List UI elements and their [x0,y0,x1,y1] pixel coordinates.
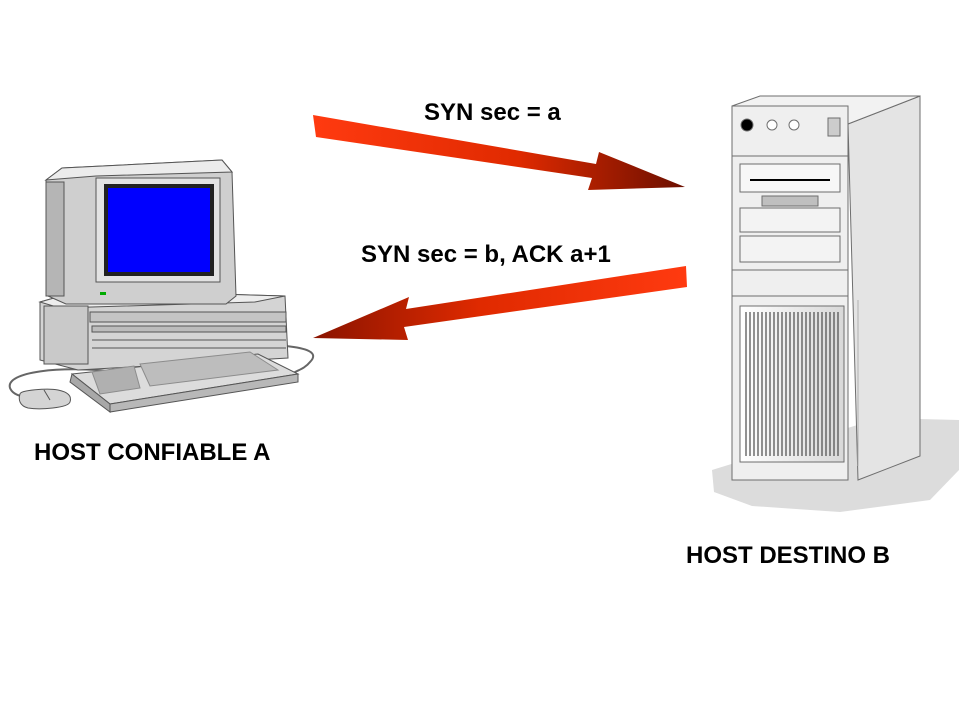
syn-message-label: SYN sec = a [424,99,561,126]
tower-server-icon [712,95,959,512]
syn-ack-arrow [313,266,687,340]
host-a-label: HOST CONFIABLE A [34,439,271,466]
syn-arrow [313,115,685,190]
syn-ack-message-label: SYN sec = b, ACK a+1 [361,241,611,268]
desktop-computer-icon [8,159,315,413]
host-b-label: HOST DESTINO B [686,542,891,569]
